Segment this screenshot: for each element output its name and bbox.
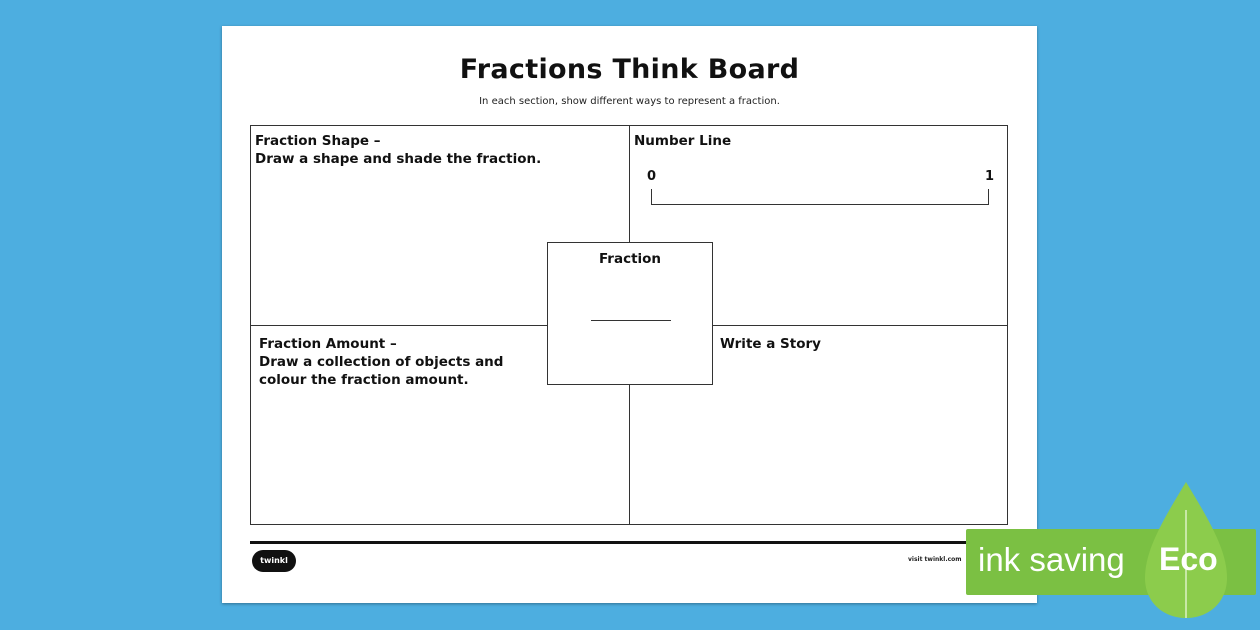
fraction-shape-instruction: Draw a shape and shade the fraction.	[255, 151, 542, 167]
fraction-answer-line	[591, 320, 671, 321]
eco-label: Eco	[1159, 541, 1218, 577]
fraction-center-label: Fraction	[598, 251, 662, 267]
leaf-icon	[1145, 482, 1227, 618]
worksheet-title: Fractions Think Board	[459, 54, 800, 85]
fraction-amount-heading: Fraction Amount –	[259, 336, 397, 352]
fraction-amount-instruction-1: Draw a collection of objects and	[259, 354, 504, 370]
footer-site: visit twinkl.com	[908, 556, 962, 563]
fraction-amount-instruction-2: colour the fraction amount.	[259, 372, 469, 388]
quadrant-fraction-amount: Fraction Amount – Draw a collection of o…	[259, 335, 503, 389]
number-line	[651, 189, 989, 205]
footer-rule	[250, 541, 1008, 544]
number-line-heading: Number Line	[634, 133, 732, 149]
worksheet-page: Fractions Think Board In each section, s…	[222, 26, 1037, 603]
fraction-center-box: Fraction	[547, 242, 713, 385]
number-line-end: 1	[985, 169, 995, 184]
worksheet-subtitle: In each section, show different ways to …	[479, 96, 780, 107]
write-a-story-heading: Write a Story	[720, 336, 821, 352]
number-line-start: 0	[647, 169, 657, 184]
quadrant-fraction-shape: Fraction Shape – Draw a shape and shade …	[255, 132, 541, 168]
fraction-shape-heading: Fraction Shape –	[255, 133, 381, 149]
think-board: Fraction Shape – Draw a shape and shade …	[250, 125, 1008, 525]
ink-saving-text: ink saving	[978, 541, 1125, 578]
twinkl-logo: twinkl	[252, 550, 296, 572]
